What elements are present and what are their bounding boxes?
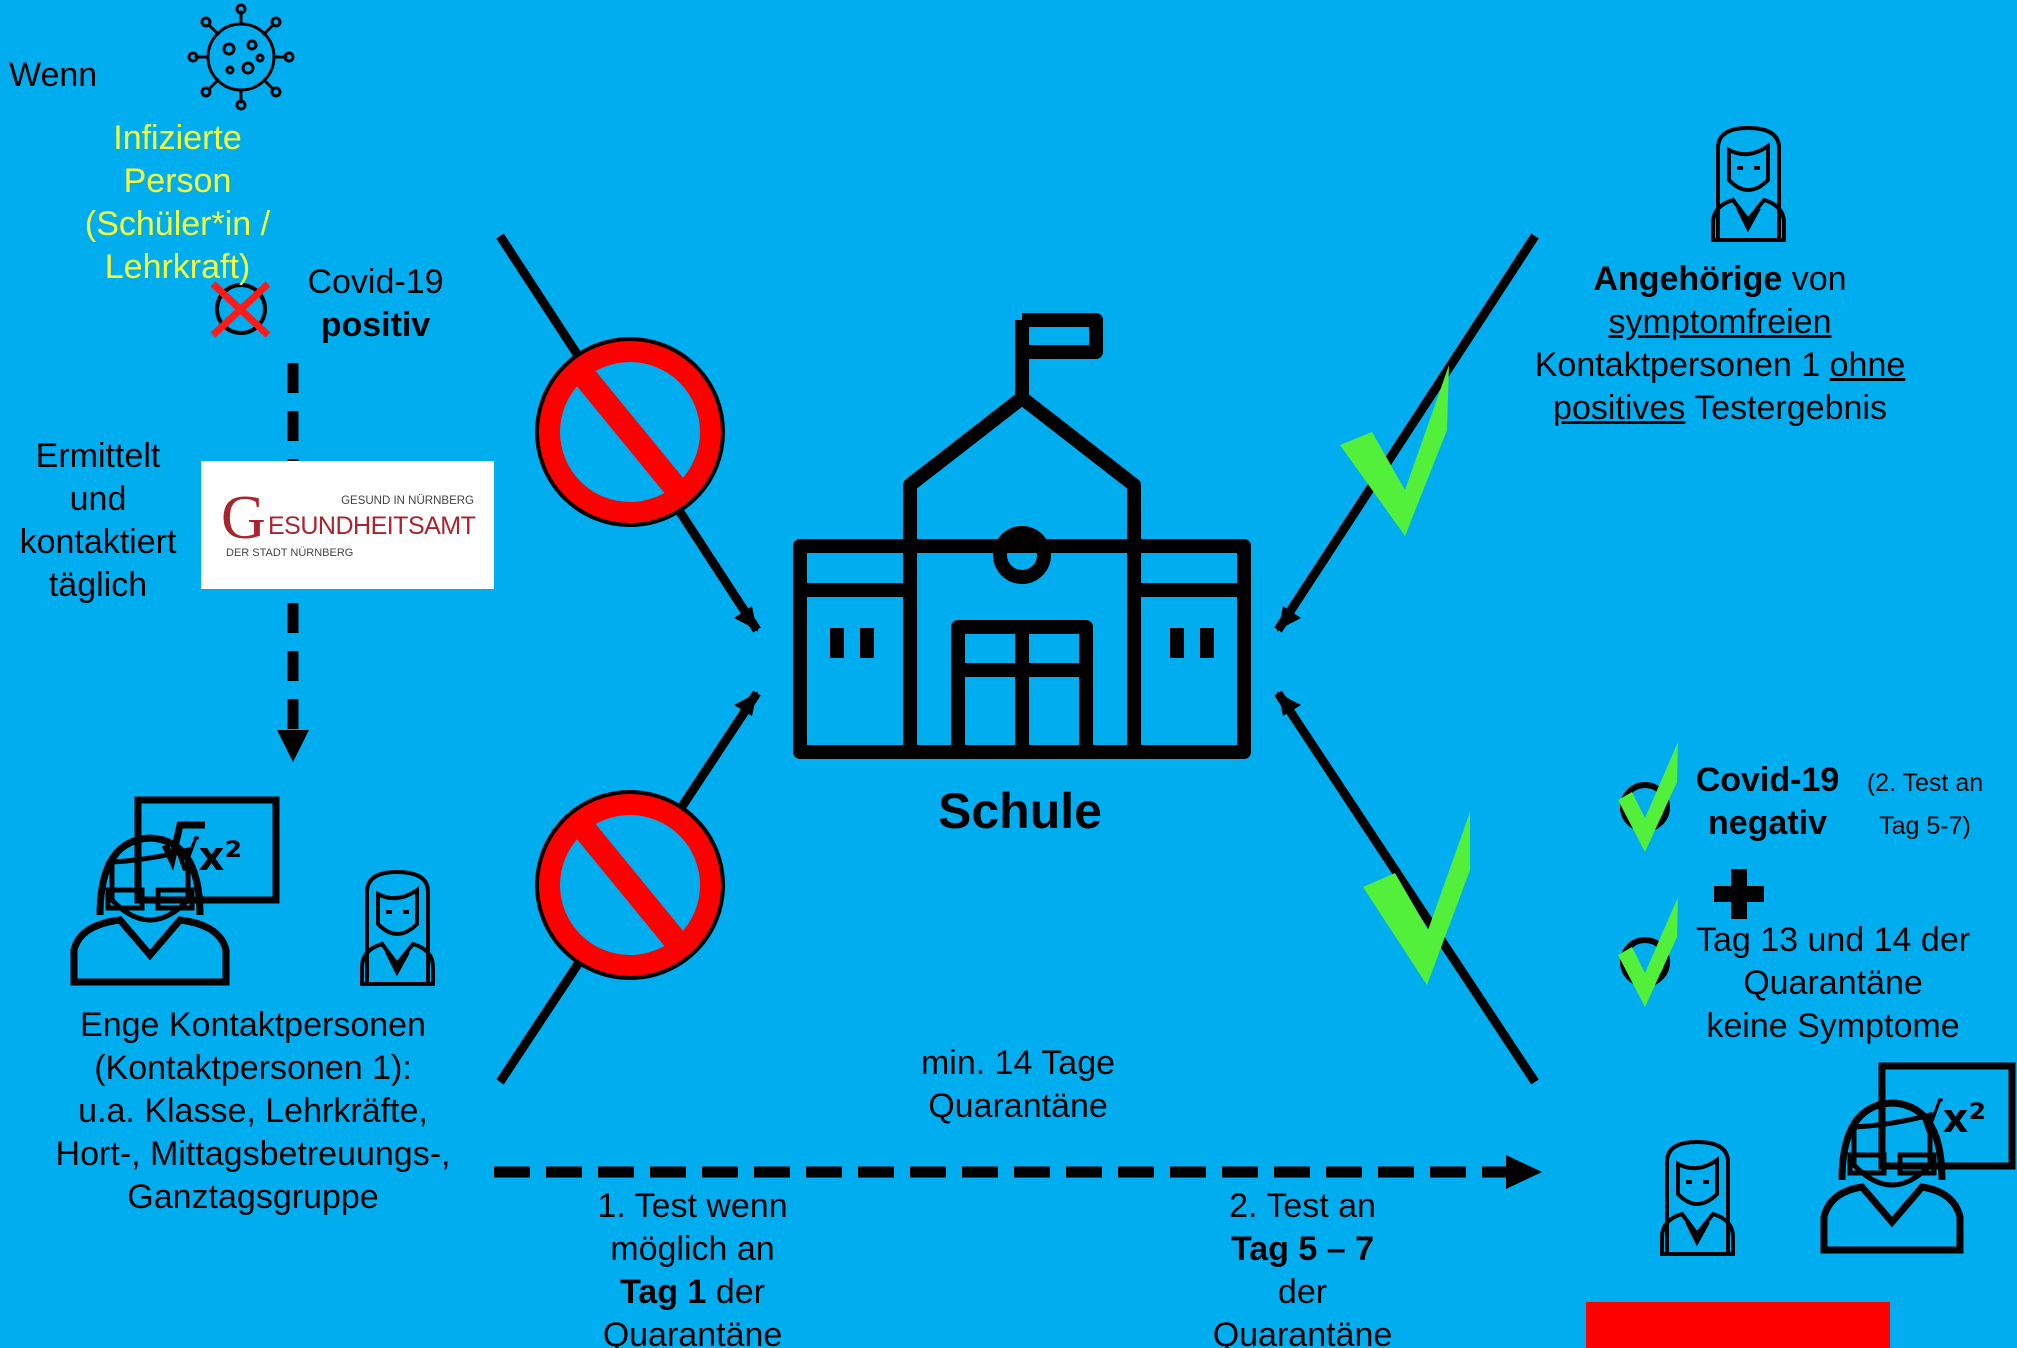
schule-label: Schule [938,783,1102,839]
woman-icon-left [360,869,435,986]
infected-person-label: Infizierte Person (Schüler*in / Lehrkraf… [84,119,271,286]
checkmark-icon-top [1340,365,1449,536]
covid-negative-label: Covid-19 negativ [1695,761,1840,842]
woman-icon-top-right [1711,125,1786,242]
sqrt-x2-left-icon: √x² [172,834,242,880]
quarantine-duration-label: min. 14 Tage Quarantäne [920,1044,1116,1125]
sqrt-x2-right-icon: √x² [1916,1096,1986,1142]
no-symptoms-label: Tag 13 und 14 der Quarantäne keine Sympt… [1695,921,1971,1045]
gesundheitsamt-logo: GESUND IN NÜRNBERG G ESUNDHEITSAMT DER S… [201,461,494,589]
ermittelt-label: Ermittelt und kontaktiert täglich [19,437,177,604]
school-icon [793,313,1251,759]
logo-g-letter: G [221,484,266,552]
second-test-label: 2. Test an Tag 5 – 7 der Quarantäne [1212,1187,1393,1348]
teacher-icon-left [70,796,280,986]
red-bar [1586,1302,1890,1348]
arrow-top-right [1274,233,1539,633]
wenn-label: Wenn [9,56,98,94]
first-test-label: 1. Test wenn möglich an Tag 1 der Quaran… [597,1187,788,1348]
logo-tagline: GESUND IN NÜRNBERG [341,495,474,507]
contact-persons-label: Enge Kontaktpersonen (Kontaktpersonen 1)… [55,1006,451,1216]
second-test-note: (2. Test an Tag 5-7) [1866,769,1984,840]
woman-icon-bottom-right [1660,1139,1735,1256]
crossed-virus-icon [210,281,271,338]
prohibited-icon-top [535,337,725,527]
arrowhead-down [277,730,309,762]
relatives-label: Angehörige von symptomfreien Kontaktpers… [1534,260,1906,427]
check-circle-icon-2 [1618,897,1678,1007]
arrowhead-right [1506,1155,1542,1189]
virus-icon [187,3,295,111]
plus-icon [1714,869,1764,919]
logo-subline: DER STADT NÜRNBERG [226,547,354,559]
check-circle-icon-1 [1618,742,1678,852]
covid-positive-label: Covid-19 positiv [307,263,444,344]
checkmark-icon-bottom [1363,812,1470,985]
arrow-bottom-right [1274,690,1539,1085]
teacher-icon-right [1820,1062,2016,1254]
prohibited-icon-bottom [535,790,725,980]
logo-name: ESUNDHEITSAMT [268,512,476,540]
